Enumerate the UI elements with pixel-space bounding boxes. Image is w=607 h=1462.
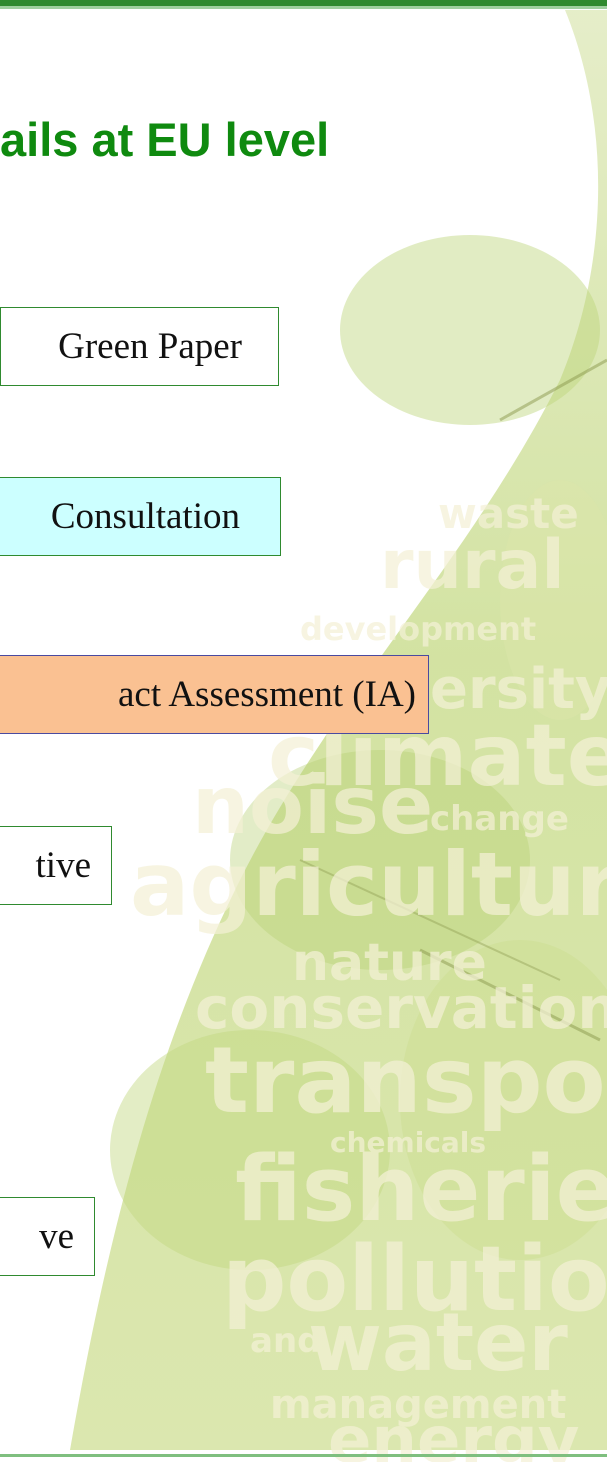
word-pollution: pollution xyxy=(222,1227,607,1332)
word-waste: waste xyxy=(438,489,579,538)
top-rule-highlight xyxy=(0,6,607,9)
step-box-impact-assessment: act Assessment (IA) xyxy=(0,655,429,734)
step-label: ve xyxy=(39,1216,74,1257)
step-box-green-paper: Green Paper xyxy=(0,307,279,386)
word-energy: energy xyxy=(328,1404,579,1462)
step-box-consultation: Consultation xyxy=(0,477,281,556)
step-box-directive-adopted: ve xyxy=(0,1197,95,1276)
slide-title: ails at EU level xyxy=(0,113,330,166)
top-rule xyxy=(0,0,607,6)
word-change: change xyxy=(430,799,569,839)
word-management: management xyxy=(270,1382,566,1428)
word-fisheries: fisheries xyxy=(235,1137,607,1242)
word-and: and xyxy=(250,1321,322,1361)
word-noise: noise xyxy=(192,759,433,852)
step-label: act Assessment (IA) xyxy=(118,674,416,715)
word-development: development xyxy=(300,610,536,648)
word-biodiversity: ersity xyxy=(430,657,607,722)
step-box-directive-proposal: tive xyxy=(0,826,112,905)
word-nature: nature xyxy=(292,933,487,993)
word-chemicals: chemicals xyxy=(330,1126,486,1159)
step-label: tive xyxy=(35,845,91,886)
word-transport: transport xyxy=(205,1027,607,1134)
word-rural: rural xyxy=(380,526,565,605)
bottom-rule xyxy=(0,1454,607,1457)
step-label: Consultation xyxy=(50,496,240,537)
step-label: Green Paper xyxy=(58,326,242,367)
word-conservation: conservation xyxy=(195,974,607,1042)
word-water: water xyxy=(308,1296,568,1389)
word-agriculture: agriculture xyxy=(130,833,607,936)
